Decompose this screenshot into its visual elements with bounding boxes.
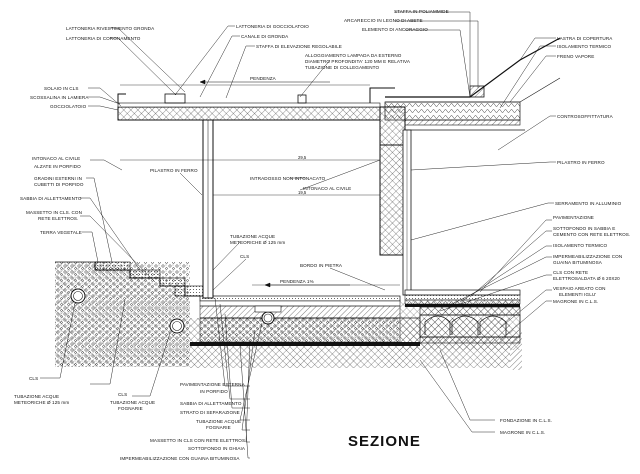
label-staffa-poliammide: STAFFA IN POLIAMMIDE: [394, 9, 449, 14]
leader-lines: [40, 11, 556, 459]
label-fogn-bm-1: TUBAZIONE ACQUE: [196, 419, 241, 424]
rainwater-pipe-left: [70, 288, 86, 304]
label-intonaco-left: INTONACO AL CIVILE: [32, 156, 80, 161]
label-cls-mid: CLS: [240, 254, 249, 259]
label-fogn-bl-1: TUBAZIONE ACQUE: [110, 400, 155, 405]
label-pendenza-floor: PENDENZA 1%: [280, 279, 314, 284]
label-staffa-elevazione: STAFFA DI ELEVAZIONE REGOLABILE: [256, 44, 342, 49]
label-freno-vapore: FRENO VAPORE: [557, 54, 594, 59]
annotation-labels: LATTONERIA RIVESTIMENTO GRONDA LATTONERI…: [14, 9, 630, 461]
label-gradini-2: CUBETTI DI PORFIDO: [34, 182, 84, 187]
label-cls-rete-2: ELETTROSALDATA Ø 6 20X20: [553, 276, 620, 281]
label-tub-bl-1: TUBAZIONE ACQUE: [14, 394, 59, 399]
drain-pipe: [254, 305, 282, 325]
label-imperm-bm: IMPERMEABILIZZAZIONE CON GUAINA BITUMINO…: [120, 456, 240, 461]
label-pav-esterna: PAVIMENTAZIONE ESTERNA: [180, 382, 246, 387]
label-vespaio-1: VESPAIO AREATO CON: [553, 286, 606, 291]
label-solaio: SOLAIO IN CLS: [44, 86, 79, 91]
label-lastra-copertura: LASTRA DI COPERTURA: [557, 36, 613, 41]
label-imperm-2: GUAINA BITUMINOSA: [553, 260, 603, 265]
exterior-paving: [190, 295, 420, 346]
label-massetto-bm: MASSETTO IN CLS CON RETE ELETTROS.: [150, 438, 246, 443]
label-ghiaia: SOTTOFONDO IN GHIAIA: [188, 446, 246, 451]
label-ancoraggio: ELEMENTO DI ANCORAGGIO: [362, 27, 428, 32]
label-tub-bl-2: METEORICHE Ø 125 mm: [14, 400, 69, 405]
label-bordo-pietra: BORDO IN PIETRA: [300, 263, 343, 268]
label-canale-gronda: CANALE DI GRONDA: [241, 34, 289, 39]
label-alzate: ALZATE IN PORFIDO: [34, 164, 81, 169]
label-separazione: STRATO DI SEPARAZIONE: [180, 410, 240, 415]
label-massetto-1: MASSETTO IN CLS. CON: [26, 210, 82, 215]
label-lattoneria-coronamento: LATTONERIA DI CORONAMENTO: [66, 36, 141, 41]
label-isolamento-roof: ISOLAMENTO TERMICO: [557, 44, 612, 49]
label-magrone-right: MAGRONE IN C.L.S.: [553, 299, 598, 304]
label-gradini-1: GRADINI ESTERNI IN: [34, 176, 82, 181]
label-sabbia-left: SABBIA DI ALLETTAMENTO: [20, 196, 82, 201]
label-sottofondo-1: SOTTOFONDO IN SABBIA E: [553, 226, 615, 231]
label-scossalina: SCOSSALINA IN LAMIERA: [30, 95, 89, 100]
label-controsoffittatura: CONTROSOFFITTATURA: [557, 114, 614, 119]
label-intonaco-mid: INTONACO AL CIVILE: [303, 186, 351, 191]
label-tub-meteoriche-2: METEORICHE Ø 125 mm: [230, 240, 285, 245]
label-isolamento-floor: ISOLAMENTO TERMICO: [553, 243, 608, 248]
label-intradosso: INTRADOSSO NON INTONACATO: [250, 176, 326, 181]
label-imperm-1: IMPERMEABILIZZAZIONE CON: [553, 254, 622, 259]
label-fogn-bl-2: FOGNARIE: [118, 406, 143, 411]
roof-slab: [117, 87, 406, 146]
slope-arrows: [199, 79, 350, 288]
label-vespaio-2: ELEMENTI IGLU': [559, 292, 596, 297]
label-pav-porfido: IN PORFIDO: [200, 389, 228, 394]
label-dim-1: 29,5: [298, 155, 307, 160]
label-lampada-1: ALLOGGIAMENTO LAMPADA DA ESTERNO: [305, 53, 402, 58]
label-fogn-bm-2: FOGNARIE: [206, 425, 231, 430]
label-magrone-br: MAGRONE IN C.L.S.: [500, 430, 545, 435]
label-sabbia-bm: SABBIA DI ALLETTAMENTO: [180, 401, 242, 406]
label-pavimentazione: PAVIMENTAZIONE: [553, 215, 594, 220]
label-gocciolatoio: GOCCIOLATOIO: [50, 104, 87, 109]
drawing-title: SEZIONE: [348, 433, 421, 450]
label-fondazione: FONDAZIONE IN C.L.S.: [500, 418, 552, 423]
label-dim-2: 19,5: [298, 190, 307, 195]
sewer-pipe: [169, 318, 185, 334]
label-pilastro-right: PILASTRO IN FERRO: [557, 160, 605, 165]
label-lattoneria-gronda: LATTONERIA RIVESTIMENTO GRONDA: [66, 26, 155, 31]
label-gocciolatoio-lattoneria: LATTONERIA DI GOCCIOLATOIO: [236, 24, 309, 29]
interior-wall: [379, 129, 412, 296]
iglu-elements: [419, 314, 521, 338]
label-pendenza-roof: PENDENZA: [250, 76, 277, 81]
label-cls-bl: CLS: [29, 376, 38, 381]
label-lampada-3: TUBAZIONE DI COLLEGAMENTO: [305, 65, 379, 70]
label-cls-bl2: CLS: [118, 392, 127, 397]
steel-column: [202, 119, 214, 299]
label-tub-meteoriche-1: TUBAZIONE ACQUE: [230, 234, 275, 239]
label-serramento: SERRAMENTO IN ALLUMINIO: [555, 201, 622, 206]
label-sottofondo-2: CEMENTO CON RETE ELETTROS.: [553, 232, 630, 237]
label-terra-vegetale: TERRA VEGETALE: [40, 230, 82, 235]
label-arcareccio: ARCARECCIO IN LEGNO DI ABETE: [344, 18, 423, 23]
label-cls-rete-1: CLS CON RETE: [553, 270, 588, 275]
main-roof: [384, 37, 561, 131]
label-lampada-2: DIAMETRO PROFONDITA' 120 MM E RELATIVA: [305, 59, 411, 64]
label-massetto-2: RETE ELETTROS.: [38, 216, 78, 221]
interior-floor: [404, 289, 521, 344]
label-pilastro-mid: PILASTRO IN FERRO: [150, 168, 198, 173]
